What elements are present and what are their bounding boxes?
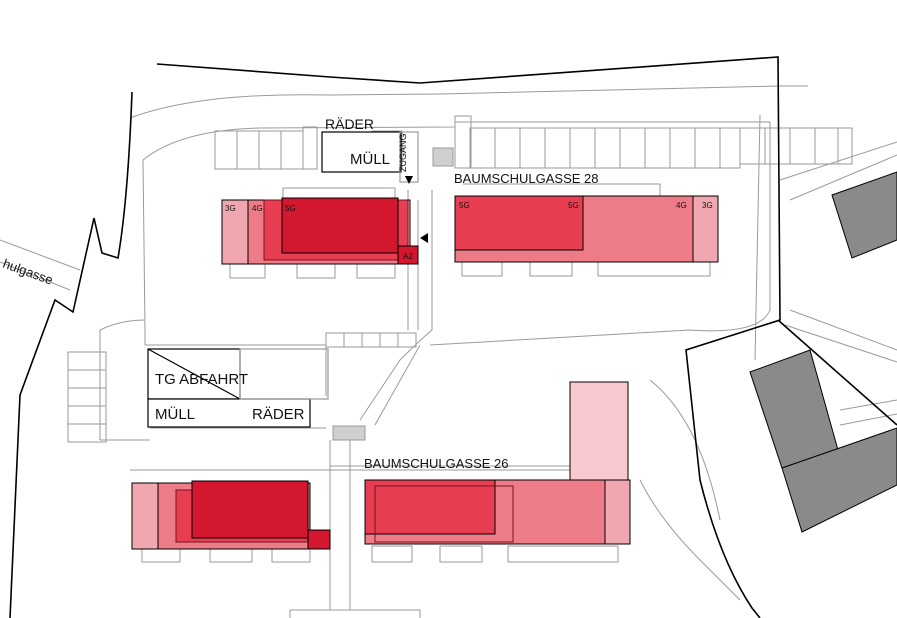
b26-tower: [569, 381, 629, 483]
b26-left-annex: [307, 529, 331, 550]
property-boundaries: [9, 56, 897, 618]
label-raeder-top: RÄDER: [325, 116, 374, 132]
b28-right-5g: [454, 195, 584, 251]
parking-column-left: [67, 332, 417, 443]
neighbor-top-right: [831, 171, 897, 259]
muell-raeder-box: [147, 398, 311, 428]
neighbor-bottom: [781, 427, 897, 533]
b26-left-roof: [191, 480, 309, 539]
floor-label-b28-right-5g-a: 5G: [459, 201, 470, 210]
entrance-hatches: [332, 147, 454, 441]
floor-label-b28-left-5g: 5G: [285, 204, 296, 213]
muell-top-box: [321, 131, 402, 173]
floor-label-b28-right-4g: 4G: [676, 201, 687, 210]
entrance-arrows: [405, 176, 428, 243]
label-zugang: ZUGANG: [398, 133, 408, 172]
label-az: AZ: [403, 252, 413, 261]
label-raeder-bottom: RÄDER: [252, 406, 305, 423]
label-street-baumschulgasse: hulgasse: [1, 256, 55, 288]
label-street-b28: BAUMSCHULGASSE 28: [454, 171, 599, 186]
neighbor-middle: [749, 349, 839, 469]
entrance-arrow-icon: [420, 233, 428, 243]
b26-right-5g: [364, 479, 496, 535]
label-muell-bottom: MÜLL: [155, 405, 195, 423]
floor-label-b28-left-4g: 4G: [252, 204, 263, 213]
b28-left-roof: [281, 197, 399, 254]
floor-label-b28-right-3g: 3G: [702, 201, 713, 210]
building-b26-left: [131, 480, 331, 550]
label-street-b26: BAUMSCHULGASSE 26: [364, 456, 509, 471]
neighbor-buildings: [749, 171, 897, 533]
floor-label-b28-right-5g-b: 5G: [568, 201, 579, 210]
building-b28-right: [454, 195, 719, 263]
building-b28-left: [221, 197, 419, 265]
path-network: [0, 85, 897, 618]
label-tg-abfahrt: TG ABFAHRT: [155, 371, 248, 388]
zugang-arrow-icon: [405, 176, 413, 184]
az-box: [397, 245, 419, 265]
label-muell-top: MÜLL: [350, 150, 390, 168]
floor-label-b28-left-3g: 3G: [225, 204, 236, 213]
building-b26-right: [364, 381, 631, 545]
utility-boxes: [147, 131, 419, 428]
parking-row-top: [214, 115, 853, 170]
